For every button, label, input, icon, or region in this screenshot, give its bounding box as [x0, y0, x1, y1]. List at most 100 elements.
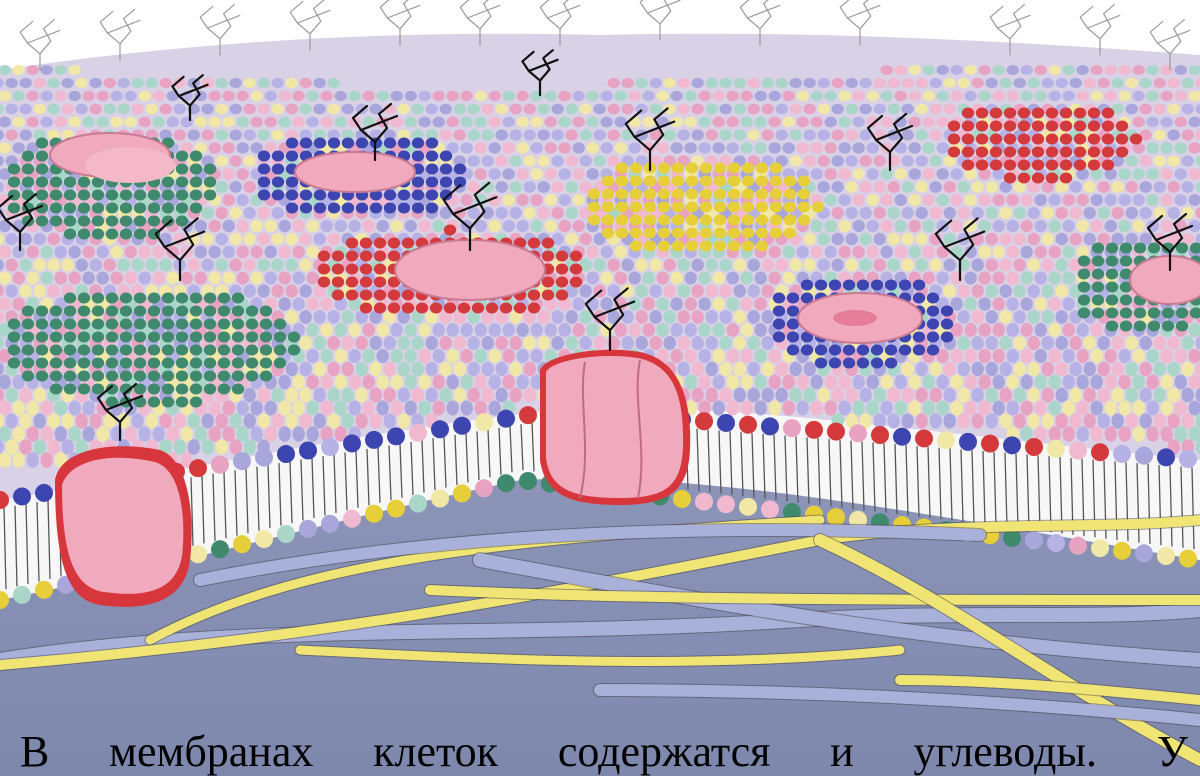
lipid-head: [1160, 375, 1172, 390]
lipid-head: [873, 78, 885, 88]
lipid-head: [768, 271, 780, 284]
lipid-head: [712, 323, 724, 337]
lipid-head: [873, 233, 885, 246]
raft-lipid-head: [927, 293, 939, 304]
surface-protein: [1130, 256, 1200, 304]
lipid-head: [222, 91, 234, 101]
lipid-head: [600, 297, 612, 311]
lipid-head: [390, 375, 402, 390]
lipid-head: [236, 117, 248, 128]
inner-lipid-head: [387, 500, 405, 518]
raft-lipid-head: [686, 215, 698, 226]
raft-lipid-head: [190, 371, 202, 382]
lipid-head: [936, 375, 948, 390]
lipid-head: [208, 246, 220, 259]
caption-word: клеток: [373, 728, 498, 776]
raft-lipid-head: [260, 358, 272, 369]
lipid-head: [1104, 194, 1116, 206]
lipid-head: [1013, 310, 1025, 324]
lipid-head: [33, 233, 45, 246]
lipid-head: [957, 413, 969, 428]
lipid-head: [628, 142, 640, 153]
raft-lipid-head: [176, 177, 188, 188]
lipid-head: [705, 130, 717, 141]
raft-lipid-head: [1092, 256, 1104, 267]
lipid-head: [712, 271, 724, 284]
lipid-head: [439, 388, 451, 403]
lipid-head: [670, 142, 682, 153]
raft-lipid-head: [658, 176, 670, 187]
lipid-head: [1048, 400, 1060, 415]
lipid-head: [649, 78, 661, 88]
lipid-head: [1034, 220, 1046, 232]
inner-lipid-head: [717, 495, 735, 513]
lipid-head: [957, 181, 969, 193]
lipid-head: [1076, 194, 1088, 206]
lipid-head: [229, 181, 241, 193]
lipid-head: [901, 104, 913, 115]
lipid-head: [516, 117, 528, 128]
lipid-head: [1034, 349, 1046, 363]
lipid-head: [565, 207, 577, 219]
lipid-head: [19, 413, 31, 428]
lipid-head: [1062, 349, 1074, 363]
raft-lipid-head: [1004, 134, 1016, 145]
raft-lipid-head: [976, 121, 988, 132]
lipid-head: [96, 117, 108, 128]
lipid-head: [754, 271, 766, 284]
raft-lipid-head: [8, 177, 20, 188]
lipid-head: [943, 388, 955, 403]
lipid-head: [1048, 220, 1060, 232]
lipid-head: [817, 78, 829, 88]
lipid-head: [145, 104, 157, 115]
lipid-head: [915, 362, 927, 376]
raft-lipid-head: [458, 303, 470, 314]
lipid-head: [215, 155, 227, 166]
lipid-head: [754, 91, 766, 101]
lipid-head: [138, 271, 150, 284]
raft-lipid-head: [258, 190, 270, 201]
lipid-head: [432, 349, 444, 363]
lipid-head: [908, 65, 920, 75]
lipid-head: [1034, 400, 1046, 415]
raft-lipid-head: [1120, 295, 1132, 306]
raft-lipid-head: [64, 358, 76, 369]
raft-lipid-head: [1004, 160, 1016, 171]
raft-lipid-head: [8, 332, 20, 343]
lipid-head: [712, 375, 724, 390]
lipid-head: [1104, 426, 1116, 441]
raft-lipid-head: [246, 306, 258, 317]
lipid-head: [838, 194, 850, 206]
raft-lipid-head: [288, 345, 300, 356]
lipid-head: [873, 181, 885, 193]
lipid-head: [635, 259, 647, 272]
lipid-head: [453, 388, 465, 403]
raft-lipid-head: [1116, 134, 1128, 145]
lipid-head: [831, 130, 843, 141]
lipid-head: [1125, 413, 1137, 428]
lipid-head: [1013, 362, 1025, 376]
lipid-head: [831, 233, 843, 246]
raft-lipid-head: [714, 241, 726, 252]
lipid-head: [810, 375, 822, 390]
lipid-head: [705, 259, 717, 272]
raft-lipid-head: [246, 345, 258, 356]
lipid-head: [467, 104, 479, 115]
lipid-head: [1111, 181, 1123, 193]
raft-lipid-head: [176, 164, 188, 175]
lipid-head: [1146, 117, 1158, 128]
lipid-head: [397, 104, 409, 115]
lipid-head: [887, 388, 899, 403]
lipid-head: [537, 130, 549, 141]
lipid-head: [1055, 78, 1067, 88]
raft-lipid-head: [570, 277, 582, 288]
raft-lipid-head: [430, 303, 442, 314]
lipid-head: [775, 130, 787, 141]
raft-lipid-head: [798, 176, 810, 187]
lipid-head: [19, 439, 31, 455]
inner-lipid-head: [739, 498, 757, 516]
lipid-head: [775, 259, 787, 272]
raft-lipid-head: [1088, 108, 1100, 119]
lipid-head: [586, 117, 598, 128]
raft-lipid-head: [602, 189, 614, 200]
